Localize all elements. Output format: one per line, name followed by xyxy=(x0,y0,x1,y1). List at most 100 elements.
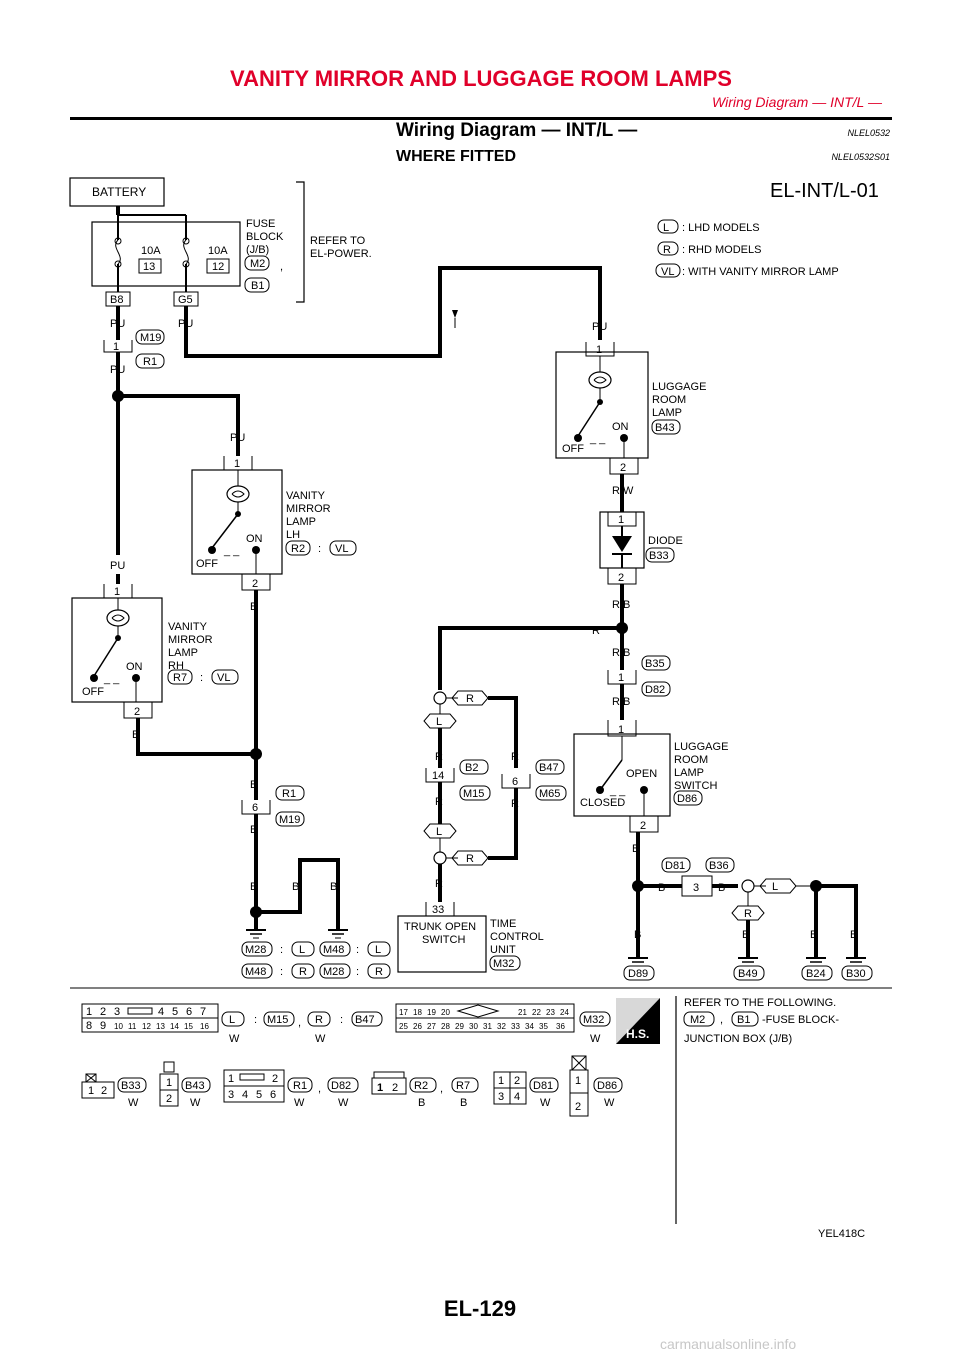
svg-text:UNIT: UNIT xyxy=(490,944,516,956)
svg-text:1: 1 xyxy=(166,1077,172,1089)
svg-text:1: 1 xyxy=(234,458,240,470)
svg-text:B49: B49 xyxy=(738,968,758,980)
svg-text:R/B: R/B xyxy=(612,599,630,611)
svg-text:B: B xyxy=(330,881,337,893)
svg-text:2: 2 xyxy=(392,1082,398,1094)
svg-text:MIRROR: MIRROR xyxy=(168,634,213,646)
svg-text:B: B xyxy=(418,1097,425,1109)
svg-text:3: 3 xyxy=(693,882,699,894)
figure-id: YEL418C xyxy=(818,1228,866,1240)
svg-text:3: 3 xyxy=(498,1091,504,1103)
legend-code-box xyxy=(657,219,679,234)
connector-m19-r1: 1 M19 R1 xyxy=(103,329,165,369)
fuse1-terminal: B8 xyxy=(110,294,123,306)
svg-text:TRUNK OPEN: TRUNK OPEN xyxy=(404,921,476,933)
svg-text:1: 1 xyxy=(113,341,119,353)
svg-text:B2: B2 xyxy=(465,762,478,774)
svg-text:6: 6 xyxy=(252,802,258,814)
svg-text:B: B xyxy=(460,1097,467,1109)
svg-text:R/W: R/W xyxy=(612,485,634,497)
subsection-title: WHERE FITTED xyxy=(396,148,516,165)
svg-text:ROOM: ROOM xyxy=(674,754,708,766)
svg-text:B: B xyxy=(658,882,665,894)
svg-text:1: 1 xyxy=(618,724,624,736)
svg-text:33: 33 xyxy=(432,904,444,916)
svg-text:_ _: _ _ xyxy=(223,545,240,557)
connector-view-r1-d82: 1 2 3 4 5 6 R1 W , D82 W xyxy=(223,1069,359,1109)
svg-text:3: 3 xyxy=(114,1006,120,1018)
svg-text:32: 32 xyxy=(497,1022,506,1031)
svg-text:R7: R7 xyxy=(456,1080,470,1092)
subsection-id: NLEL0532S01 xyxy=(831,152,890,162)
svg-text:15: 15 xyxy=(184,1022,193,1031)
legend-text: : RHD MODELS xyxy=(682,244,761,256)
svg-text:9: 9 xyxy=(100,1020,106,1032)
svg-text:,: , xyxy=(440,1083,443,1095)
svg-text:M15: M15 xyxy=(463,788,484,800)
svg-text:B36: B36 xyxy=(709,860,729,872)
connector-b47-m65: 6 B47 M65 xyxy=(501,759,567,801)
svg-text:5: 5 xyxy=(256,1089,262,1101)
svg-text:29: 29 xyxy=(455,1022,464,1031)
svg-text:M48: M48 xyxy=(245,966,266,978)
svg-text:W: W xyxy=(128,1097,139,1109)
svg-text:CLOSED: CLOSED xyxy=(580,797,625,809)
svg-text::: : xyxy=(200,672,203,684)
svg-text:L: L xyxy=(436,716,442,728)
connector-view-b43: 1 2 B43 W xyxy=(159,1061,211,1109)
svg-text:1: 1 xyxy=(596,344,602,356)
svg-text:VANITY: VANITY xyxy=(286,490,326,502)
connector-view-d81: 1 2 3 4 D81 W xyxy=(493,1071,559,1109)
svg-text:B30: B30 xyxy=(846,968,866,980)
svg-text:D86: D86 xyxy=(677,793,697,805)
svg-text:PU: PU xyxy=(230,432,245,444)
svg-text::: : xyxy=(254,1014,257,1026)
fuse2-rating: 10A xyxy=(208,245,228,257)
svg-text:24: 24 xyxy=(560,1008,569,1017)
svg-text:20: 20 xyxy=(441,1008,450,1017)
luggage-room-lamp-switch: 1 _ _ OPEN CLOSED LUGGAGE ROOM LAMP SWIT… xyxy=(573,720,728,833)
svg-text:B: B xyxy=(132,729,139,741)
connector-r1-m19: 6 R1 M19 xyxy=(241,785,305,827)
svg-text:M2: M2 xyxy=(690,1014,705,1026)
svg-text:RH: RH xyxy=(168,660,184,672)
svg-text:L: L xyxy=(375,944,381,956)
svg-text:11: 11 xyxy=(128,1022,137,1031)
svg-text:R1: R1 xyxy=(143,356,157,368)
svg-text:28: 28 xyxy=(441,1022,450,1031)
connector-view-m32: 17 18 19 20 21 22 23 24 25 26 27 28 29 3… xyxy=(395,1003,611,1045)
svg-text:M32: M32 xyxy=(583,1014,604,1026)
svg-text:8: 8 xyxy=(86,1020,92,1032)
fuse-block-label: (J/B) xyxy=(246,244,269,256)
svg-text:W: W xyxy=(590,1033,601,1045)
ground-b30: B30 xyxy=(841,957,873,981)
svg-text:LAMP: LAMP xyxy=(286,516,316,528)
svg-text:_ _: _ _ xyxy=(103,673,120,685)
svg-text:B: B xyxy=(810,929,817,941)
svg-text:D82: D82 xyxy=(645,684,665,696)
svg-text:B: B xyxy=(250,824,257,836)
svg-text:REFER TO THE FOLLOWING.: REFER TO THE FOLLOWING. xyxy=(684,997,836,1009)
svg-text:W: W xyxy=(604,1097,615,1109)
fuse-block-label: FUSE xyxy=(246,218,275,230)
svg-text:DIODE: DIODE xyxy=(648,535,683,547)
svg-text:H.S.: H.S. xyxy=(626,1027,649,1041)
svg-text:B: B xyxy=(634,929,641,941)
svg-text:3: 3 xyxy=(228,1089,234,1101)
svg-text:M28: M28 xyxy=(245,944,266,956)
svg-text:R: R xyxy=(375,966,383,978)
svg-text:,: , xyxy=(720,1014,723,1026)
svg-text:_ _: _ _ xyxy=(609,785,626,797)
svg-text:2: 2 xyxy=(272,1073,278,1085)
page-number: EL-129 xyxy=(443,1296,517,1321)
battery: BATTERY xyxy=(69,177,165,207)
svg-text:6: 6 xyxy=(270,1089,276,1101)
svg-text:B1: B1 xyxy=(737,1014,750,1026)
fuse-block-conn: B1 xyxy=(251,280,264,292)
svg-text:R1: R1 xyxy=(293,1080,307,1092)
svg-text:LH: LH xyxy=(286,529,300,541)
svg-text:D81: D81 xyxy=(533,1080,553,1092)
svg-text:31: 31 xyxy=(483,1022,492,1031)
svg-text:19: 19 xyxy=(427,1008,436,1017)
legend: L : LHD MODELS R : RHD MODELS VL : WITH … xyxy=(655,219,839,278)
